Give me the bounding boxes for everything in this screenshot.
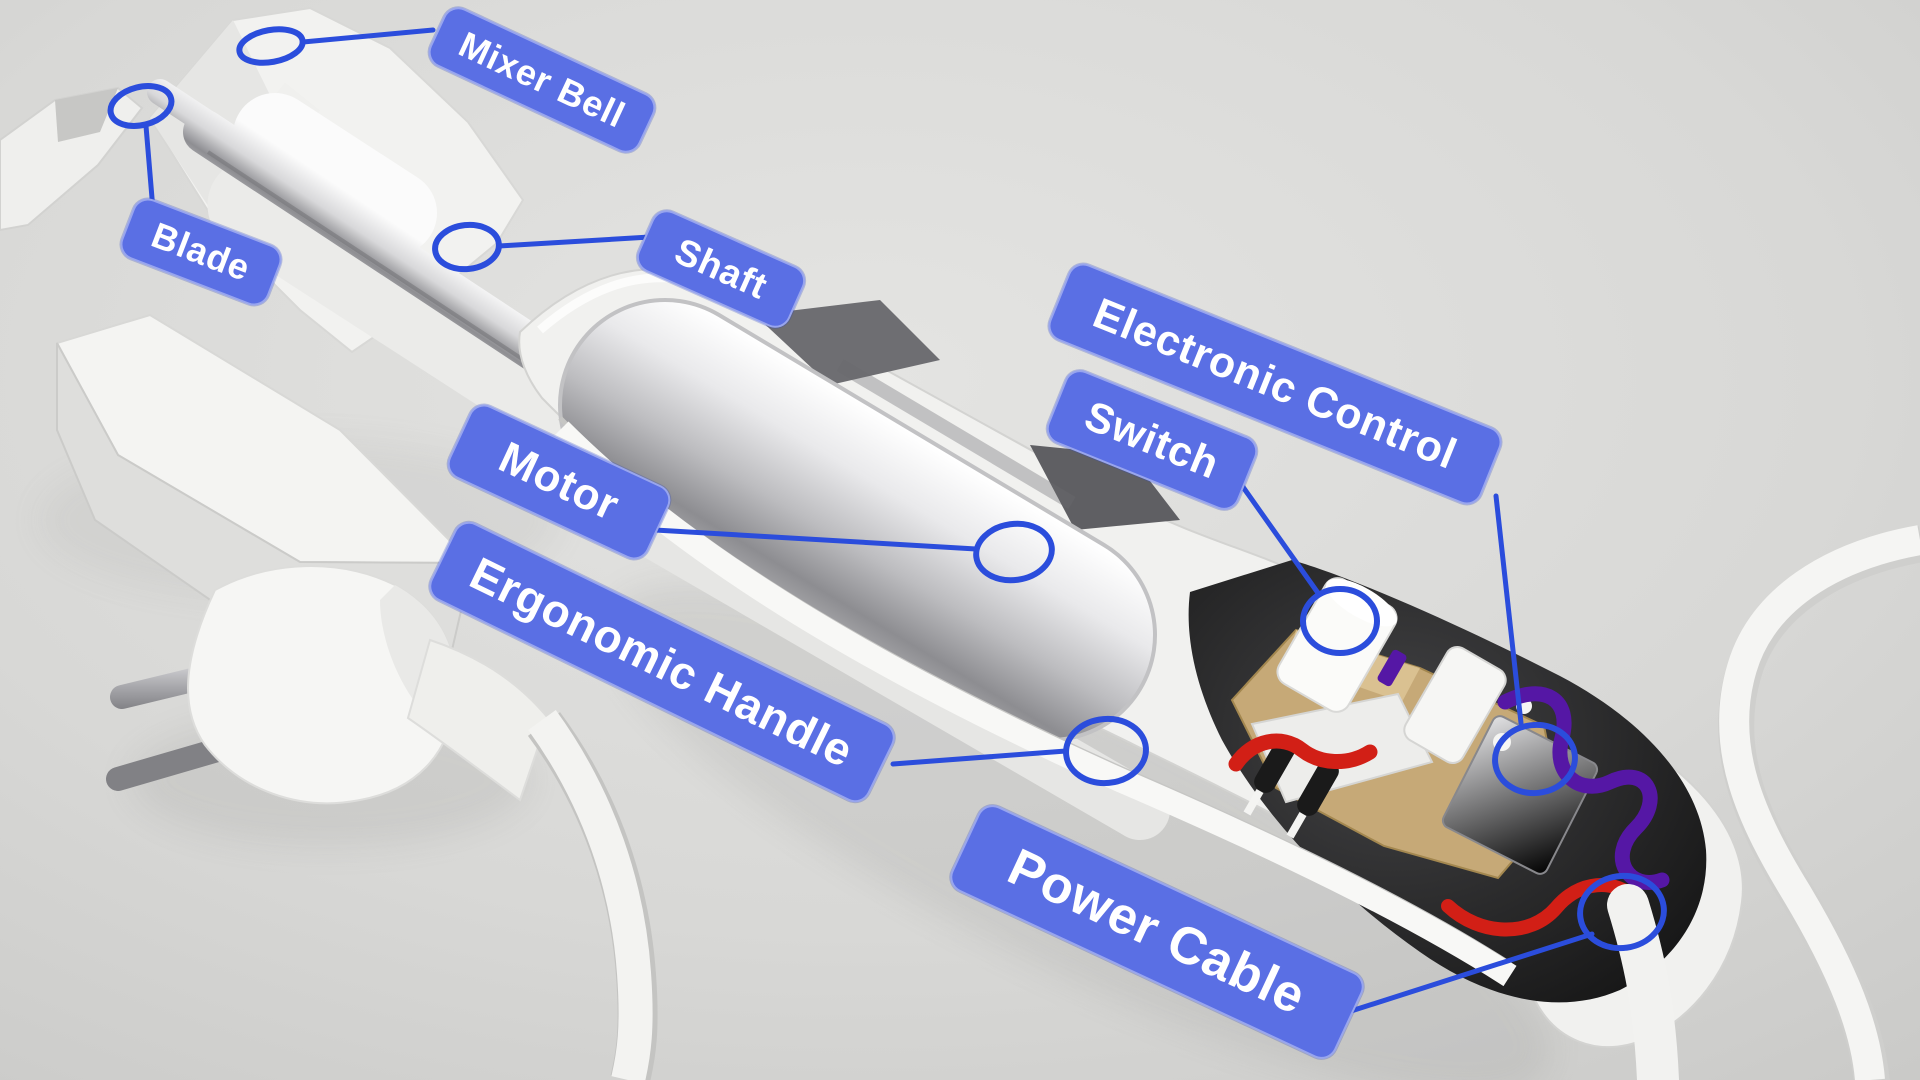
callout-line-motor [652, 527, 979, 552]
callout-circles [107, 26, 1667, 952]
callout-circle-mixer-bell [236, 26, 306, 66]
callout-circle-switch [1300, 586, 1380, 656]
strain-relief-cable [1607, 884, 1679, 1080]
electronics-cavity [1188, 560, 1707, 1003]
callout-circle-electronic-control [1492, 721, 1578, 797]
callout-line-power-cable [1345, 931, 1595, 1015]
secondary-plunger [1403, 645, 1507, 765]
callout-line-blade [143, 123, 156, 213]
plug-cord [528, 710, 653, 1080]
purple-wire [1497, 686, 1670, 890]
callout-circle-blade [107, 83, 175, 129]
power-plug [106, 565, 658, 1080]
callout-circle-shaft [432, 221, 502, 273]
callout-line-ergonomic-handle [890, 748, 1069, 767]
callout-line-electronic-control [1493, 493, 1524, 726]
power-cable-loop [1718, 525, 1920, 1080]
callout-circle-power-cable [1577, 872, 1667, 952]
wires [1228, 686, 1670, 937]
callout-circle-ergonomic-handle [1063, 715, 1149, 787]
callout-line-mixer-bell [300, 27, 436, 45]
red-wire-rear [1441, 878, 1637, 937]
callout-line-shaft [496, 234, 653, 249]
callout-lines [143, 27, 1595, 1015]
callout-circle-motor [973, 520, 1055, 584]
red-wire-front [1228, 733, 1378, 772]
motor-shape [558, 298, 1157, 742]
callout-line-switch [1240, 484, 1321, 596]
shell-rims [551, 416, 1679, 1080]
